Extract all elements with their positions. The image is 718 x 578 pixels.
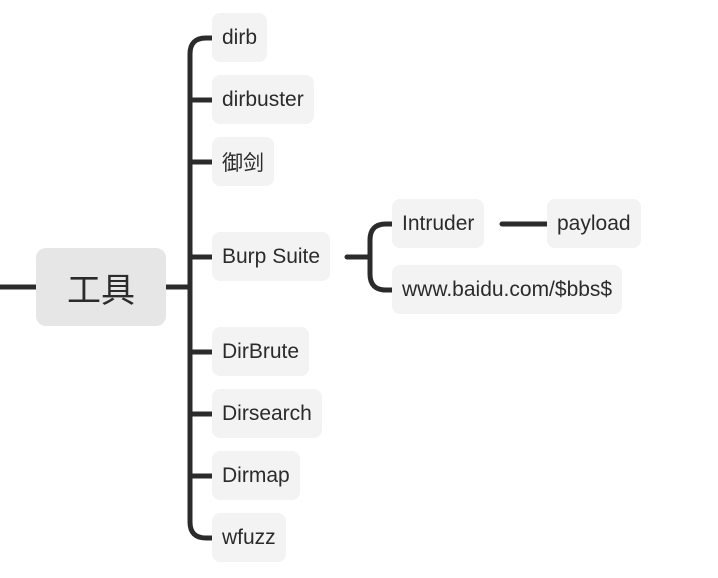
node-dirmap[interactable]: Dirmap (212, 451, 300, 500)
node-label: dirb (222, 25, 258, 49)
node-dirbuster[interactable]: dirbuster (212, 75, 314, 124)
node-dirb[interactable]: dirb (212, 13, 268, 62)
root-label: 工具 (67, 271, 135, 310)
node-label: Dirmap (222, 463, 290, 487)
node-dirbrute[interactable]: DirBrute (212, 327, 310, 376)
node-payload[interactable]: payload (547, 199, 641, 248)
node-dirsearch[interactable]: Dirsearch (212, 389, 322, 438)
node-label: Burp Suite (222, 244, 321, 268)
node-intruder[interactable]: Intruder (392, 199, 485, 248)
node-label: 御剑 (222, 151, 264, 175)
node-label: Dirsearch (222, 401, 312, 425)
main-bracket-spine (187, 35, 215, 541)
node-label: payload (557, 211, 631, 235)
node-baidu-url[interactable]: www.baidu.com/$bbs$ (392, 265, 623, 314)
node-burp-suite[interactable]: Burp Suite (212, 232, 331, 281)
node-yujian[interactable]: 御剑 (212, 137, 274, 186)
node-label: Intruder (402, 211, 475, 235)
node-label: wfuzz (222, 525, 276, 549)
burp-bracket (367, 221, 395, 293)
node-wfuzz[interactable]: wfuzz (212, 513, 286, 562)
node-label: DirBrute (222, 339, 300, 363)
root-node-tools[interactable]: 工具 (36, 248, 166, 326)
node-label: www.baidu.com/$bbs$ (402, 277, 613, 301)
node-label: dirbuster (222, 87, 304, 111)
